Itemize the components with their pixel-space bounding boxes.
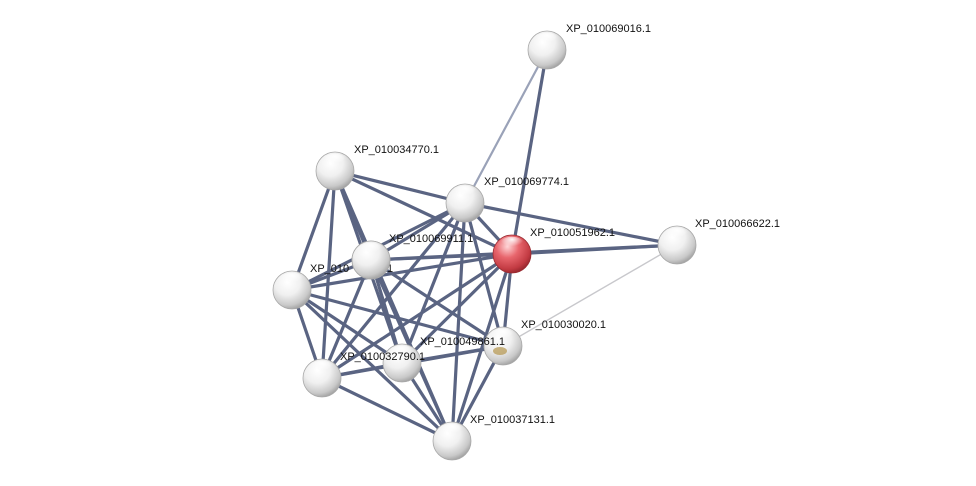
edge-n911-nbl[interactable] [320, 258, 373, 380]
labels-layer: XP_010069016.1XP_010034770.1XP_010069774… [310, 23, 780, 426]
edge-n774-nbl[interactable] [320, 201, 467, 380]
edge-n016-n962[interactable] [510, 48, 549, 256]
node-label: XP_010030020.1 [521, 319, 606, 331]
edge-n962-nbl[interactable] [320, 252, 514, 380]
node-label: XP_010034770.1 [354, 144, 439, 156]
node-xp-010069016-1[interactable] [527, 30, 567, 70]
node-xp-010[interactable] [272, 270, 312, 310]
edge-n0xx-n131[interactable] [290, 288, 454, 443]
edge-n962-n790[interactable] [400, 252, 514, 365]
node-label: XP_010032790.1 [340, 351, 425, 363]
node-xp-010069911-1-front[interactable] [351, 240, 391, 280]
node-label-tail: .1 [384, 263, 393, 275]
node-nbl[interactable] [302, 358, 342, 398]
node-xp-010069774-1[interactable] [445, 183, 485, 223]
edge-n774-n861[interactable] [463, 201, 505, 348]
node-xp-010066622-1[interactable] [657, 225, 697, 265]
edge-n770-n0xx[interactable] [290, 169, 337, 292]
node-xp-010051962-1[interactable] [492, 234, 532, 274]
edge-n0xx-n861[interactable] [290, 288, 505, 348]
edge-n016-n774[interactable] [463, 48, 549, 205]
edge-n911-n861[interactable] [369, 258, 505, 348]
edge-n774-n622[interactable] [463, 201, 679, 247]
edge-n622-n861[interactable] [502, 244, 678, 347]
edge-n962-n131[interactable] [450, 252, 514, 443]
node-xp-010037131-1[interactable] [432, 421, 472, 461]
edge-n0xx-n790[interactable] [290, 288, 404, 365]
node-label: XP_010069016.1 [566, 23, 651, 35]
node-xp-010034770-1[interactable] [315, 151, 355, 191]
protein-structure-icon [493, 347, 507, 355]
edge-nbl-n131[interactable] [320, 376, 454, 443]
node-xp-010032790-1[interactable] [382, 343, 422, 383]
node-label: XP_010049861.1 [420, 336, 505, 348]
nodes-layer [272, 30, 697, 461]
node-label: XP_010066622.1 [695, 218, 780, 230]
edges-layer [290, 48, 679, 443]
node-label: XP_010051962.1 [530, 227, 615, 239]
node-label: XP_010069911.1 [389, 233, 473, 245]
edge-n774-n131[interactable] [450, 201, 467, 443]
edge-n962-n0xx[interactable] [290, 252, 514, 292]
edge-n774-n790[interactable] [400, 201, 467, 365]
edge-n770-n962[interactable] [333, 169, 514, 256]
node-label: XP_010037131.1 [470, 414, 555, 426]
node-xp-010049861-1[interactable] [483, 326, 523, 366]
edge-n770-n774[interactable] [333, 169, 467, 205]
node-label: XP_010 [310, 263, 349, 275]
node-label: XP_010069774.1 [484, 176, 569, 188]
